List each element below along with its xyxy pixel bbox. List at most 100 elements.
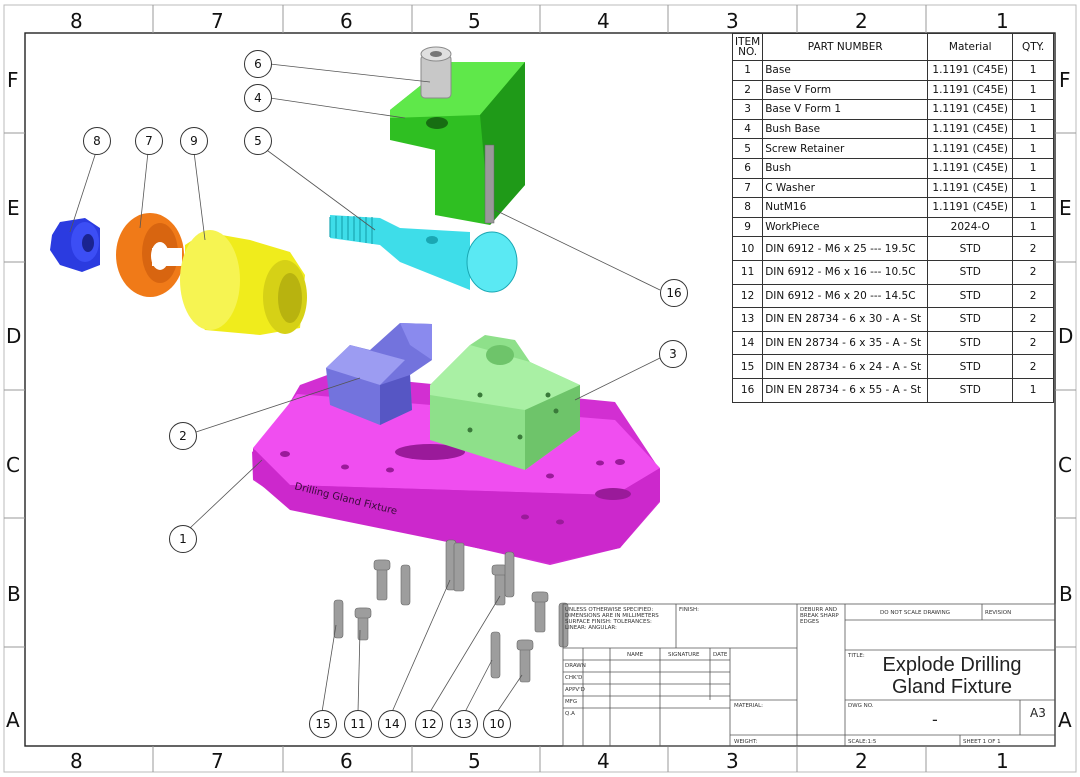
base-v-form-1-part: [430, 335, 580, 470]
bom-cell-qty: 1: [1012, 377, 1054, 403]
dwg-no-label: DWG NO.: [848, 703, 874, 709]
drawing-title-line1: Explode Drilling: [882, 654, 1022, 676]
bom-cell-material: 2024-O: [927, 216, 1014, 238]
row-label-chkd: CHK'D: [565, 675, 583, 681]
zone-col-6: 6: [340, 9, 353, 33]
bom-cell-material: STD: [927, 330, 1014, 356]
material-label: MATERIAL:: [734, 703, 764, 709]
base-v-form-part: [326, 323, 432, 425]
c-washer-part: [116, 213, 184, 297]
zone-row-F-right: F: [1059, 68, 1071, 92]
bom-cell-material: 1.1191 (C45E): [927, 138, 1014, 159]
bom-cell-material: STD: [927, 283, 1014, 309]
bom-cell-material: 1.1191 (C45E): [927, 99, 1014, 120]
title-block: [562, 603, 1056, 747]
callout-2: 2: [169, 422, 197, 450]
zone-col-5: 5: [468, 9, 481, 33]
title-label: TITLE:: [848, 653, 865, 659]
callout-9: 9: [180, 127, 208, 155]
bom-cell-part: Base V Form: [762, 79, 929, 101]
callout-13: 13: [450, 710, 478, 738]
zone-col-3-bottom: 3: [726, 749, 739, 773]
signature-label: SIGNATURE: [668, 652, 700, 658]
bom-cell-part: NutM16: [762, 197, 929, 218]
bom-cell-qty: 1: [1012, 157, 1054, 179]
callout-15: 15: [309, 710, 337, 738]
callout-5: 5: [244, 127, 272, 155]
zone-row-A-right: A: [1058, 708, 1072, 732]
zone-row-E: E: [7, 196, 20, 220]
bom-cell-item: 7: [731, 177, 764, 199]
revision-label: REVISION: [985, 610, 1012, 616]
bom-cell-qty: 1: [1012, 216, 1054, 238]
bom-cell-part: Bush: [762, 157, 929, 179]
bom-cell-item: 16: [731, 377, 764, 403]
bom-cell-qty: 1: [1012, 118, 1054, 140]
row-label-appvd: APPV'D: [565, 687, 585, 693]
name-label: NAME: [627, 652, 644, 658]
bom-cell-part: C Washer: [762, 177, 929, 199]
bom-cell-item: 1: [731, 60, 764, 81]
callout-1: 1: [169, 525, 197, 553]
bom-cell-material: 1.1191 (C45E): [927, 197, 1014, 218]
bom-cell-item: 5: [731, 138, 764, 159]
bom-cell-item: 6: [731, 157, 764, 179]
zone-col-4-bottom: 4: [597, 749, 610, 773]
workpiece-part: [180, 230, 307, 335]
bom-cell-qty: 1: [1012, 177, 1054, 199]
bom-cell-item: 9: [731, 216, 764, 238]
zone-col-6-bottom: 6: [340, 749, 353, 773]
general-notes: UNLESS OTHERWISE SPECIFIED: DIMENSIONS A…: [565, 607, 659, 631]
bom-cell-item: 12: [731, 283, 764, 309]
bom-cell-item: 2: [731, 79, 764, 101]
bom-cell-part: Screw Retainer: [762, 138, 929, 159]
bom-cell-part: DIN EN 28734 - 6 x 30 - A - St: [762, 307, 929, 332]
zone-col-1: 1: [996, 9, 1009, 33]
bom-cell-part: DIN EN 28734 - 6 x 55 - A - St: [762, 377, 929, 403]
callout-16: 16: [660, 279, 688, 307]
bom-cell-part: Base: [762, 60, 929, 81]
zone-col-5-bottom: 5: [468, 749, 481, 773]
zone-row-A: A: [6, 708, 20, 732]
bom-cell-qty: 1: [1012, 79, 1054, 101]
do-not-scale-label: DO NOT SCALE DRAWING: [880, 610, 950, 616]
callout-4: 4: [244, 84, 272, 112]
bom-cell-item: 14: [731, 330, 764, 356]
scale-label: SCALE:1:5: [848, 739, 877, 745]
bom-cell-part: WorkPiece: [762, 216, 929, 238]
bom-cell-material: 1.1191 (C45E): [927, 79, 1014, 101]
nut-part: [50, 218, 100, 272]
bom-cell-material: STD: [927, 377, 1014, 403]
callout-11: 11: [344, 710, 372, 738]
zone-row-B-right: B: [1059, 582, 1073, 606]
row-label-drawn: DRAWN: [565, 663, 586, 669]
weight-label: WEIGHT:: [734, 739, 758, 745]
zone-row-D-right: D: [1058, 324, 1074, 348]
bom-cell-material: STD: [927, 354, 1014, 379]
bom-cell-part: Base V Form 1: [762, 99, 929, 120]
bush-base-part: [390, 62, 525, 225]
bom-cell-qty: 2: [1012, 259, 1054, 285]
bom-cell-qty: 2: [1012, 330, 1054, 356]
bom-cell-qty: 1: [1012, 60, 1054, 81]
zone-col-8: 8: [70, 9, 83, 33]
zone-row-B: B: [7, 582, 21, 606]
bom-cell-qty: 1: [1012, 99, 1054, 120]
zone-col-7: 7: [211, 9, 224, 33]
bom-cell-item: 3: [731, 99, 764, 120]
bom-cell-material: STD: [927, 236, 1014, 261]
zone-row-C: C: [6, 453, 20, 477]
zone-row-E-right: E: [1059, 196, 1072, 220]
